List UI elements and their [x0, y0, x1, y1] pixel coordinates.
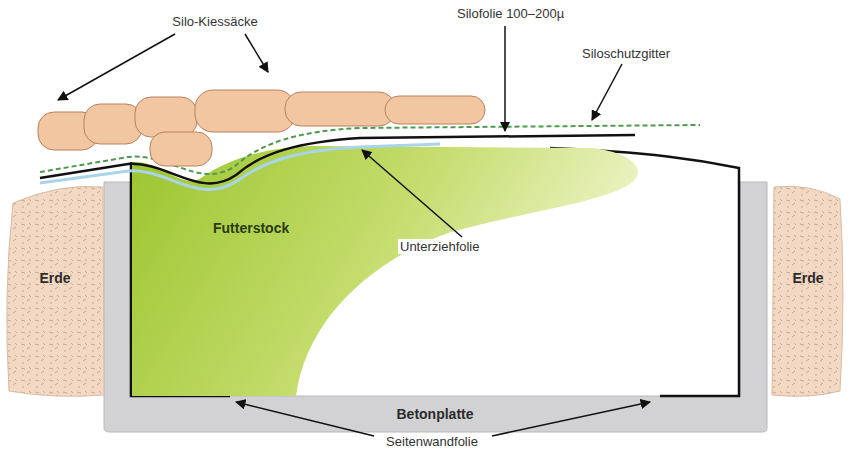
part-label: Silo-Kiessäcke [170, 14, 259, 29]
earth-block-outline [772, 186, 843, 396]
earth-block: Erde [5, 185, 105, 400]
leader-arrows [58, 26, 650, 436]
node-label: Futterstock [213, 220, 289, 236]
feed-stack-outline [132, 146, 638, 396]
earth-block-shape [770, 185, 846, 400]
concrete-slab: Betonplatte [130, 396, 740, 432]
feed-stack: Futterstock [131, 140, 643, 396]
feed-stack-shape [131, 140, 643, 396]
earth-block-shape [5, 185, 105, 400]
node-label: Erde [39, 270, 70, 286]
node-label: Erde [792, 270, 823, 286]
part-label: Silofolie 100–200µ [455, 6, 566, 21]
earth-block-outline [7, 186, 104, 396]
node-label: Betonplatte [397, 406, 474, 422]
earth-block: Erde [770, 185, 846, 400]
part-label: Unterziehfolie [398, 239, 482, 254]
part-label: Seitenwandfolie [384, 434, 480, 449]
part-label: Siloschutzgitter [580, 46, 672, 61]
